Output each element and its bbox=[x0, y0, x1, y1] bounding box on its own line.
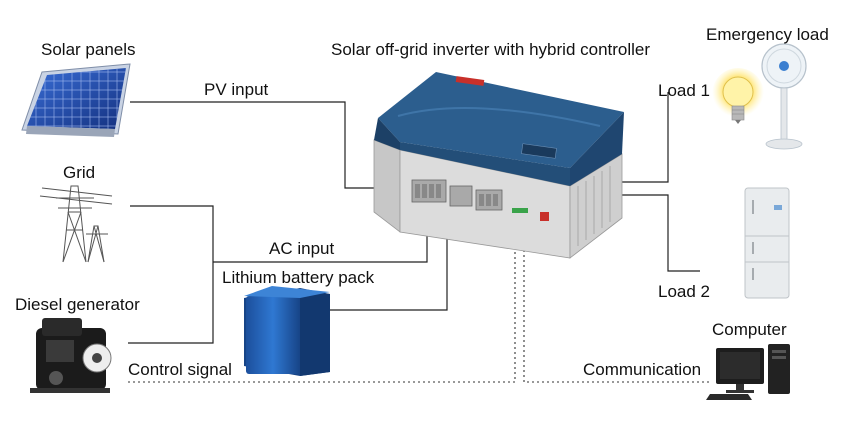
grid-line bbox=[128, 205, 214, 344]
load-2-line bbox=[595, 194, 700, 272]
battery-pack-icon bbox=[244, 286, 330, 376]
refrigerator-icon bbox=[744, 187, 790, 299]
communication-label: Communication bbox=[583, 360, 702, 379]
communication-line bbox=[523, 220, 712, 383]
power-tower-icon bbox=[39, 185, 113, 263]
load-2-label: Load 2 bbox=[658, 282, 710, 301]
diesel-generator-icon bbox=[30, 318, 112, 393]
battery-line bbox=[330, 205, 448, 311]
pv-input-label: PV input bbox=[204, 80, 269, 99]
diagram-title: Solar off-grid inverter with hybrid cont… bbox=[331, 40, 651, 59]
ac-input-label: AC input bbox=[269, 239, 335, 258]
computer-label: Computer bbox=[712, 320, 787, 339]
emergency-load-label: Emergency load bbox=[706, 25, 829, 44]
solar-panel-icon bbox=[21, 63, 131, 137]
solar-panels-label: Solar panels bbox=[41, 40, 136, 59]
grid-label: Grid bbox=[63, 163, 96, 182]
electric-fan-icon bbox=[761, 43, 807, 150]
pv-input-line bbox=[130, 101, 412, 189]
control-signal-line bbox=[128, 220, 516, 383]
computer-icon bbox=[706, 344, 790, 400]
battery-label: Lithium battery pack bbox=[222, 268, 375, 287]
signal-lines bbox=[128, 220, 712, 383]
inverter-device bbox=[373, 72, 624, 259]
light-bulb-icon bbox=[712, 68, 764, 124]
control-signal-label: Control signal bbox=[128, 360, 232, 379]
diesel-generator-label: Diesel generator bbox=[15, 295, 140, 314]
load-1-label: Load 1 bbox=[658, 81, 710, 100]
